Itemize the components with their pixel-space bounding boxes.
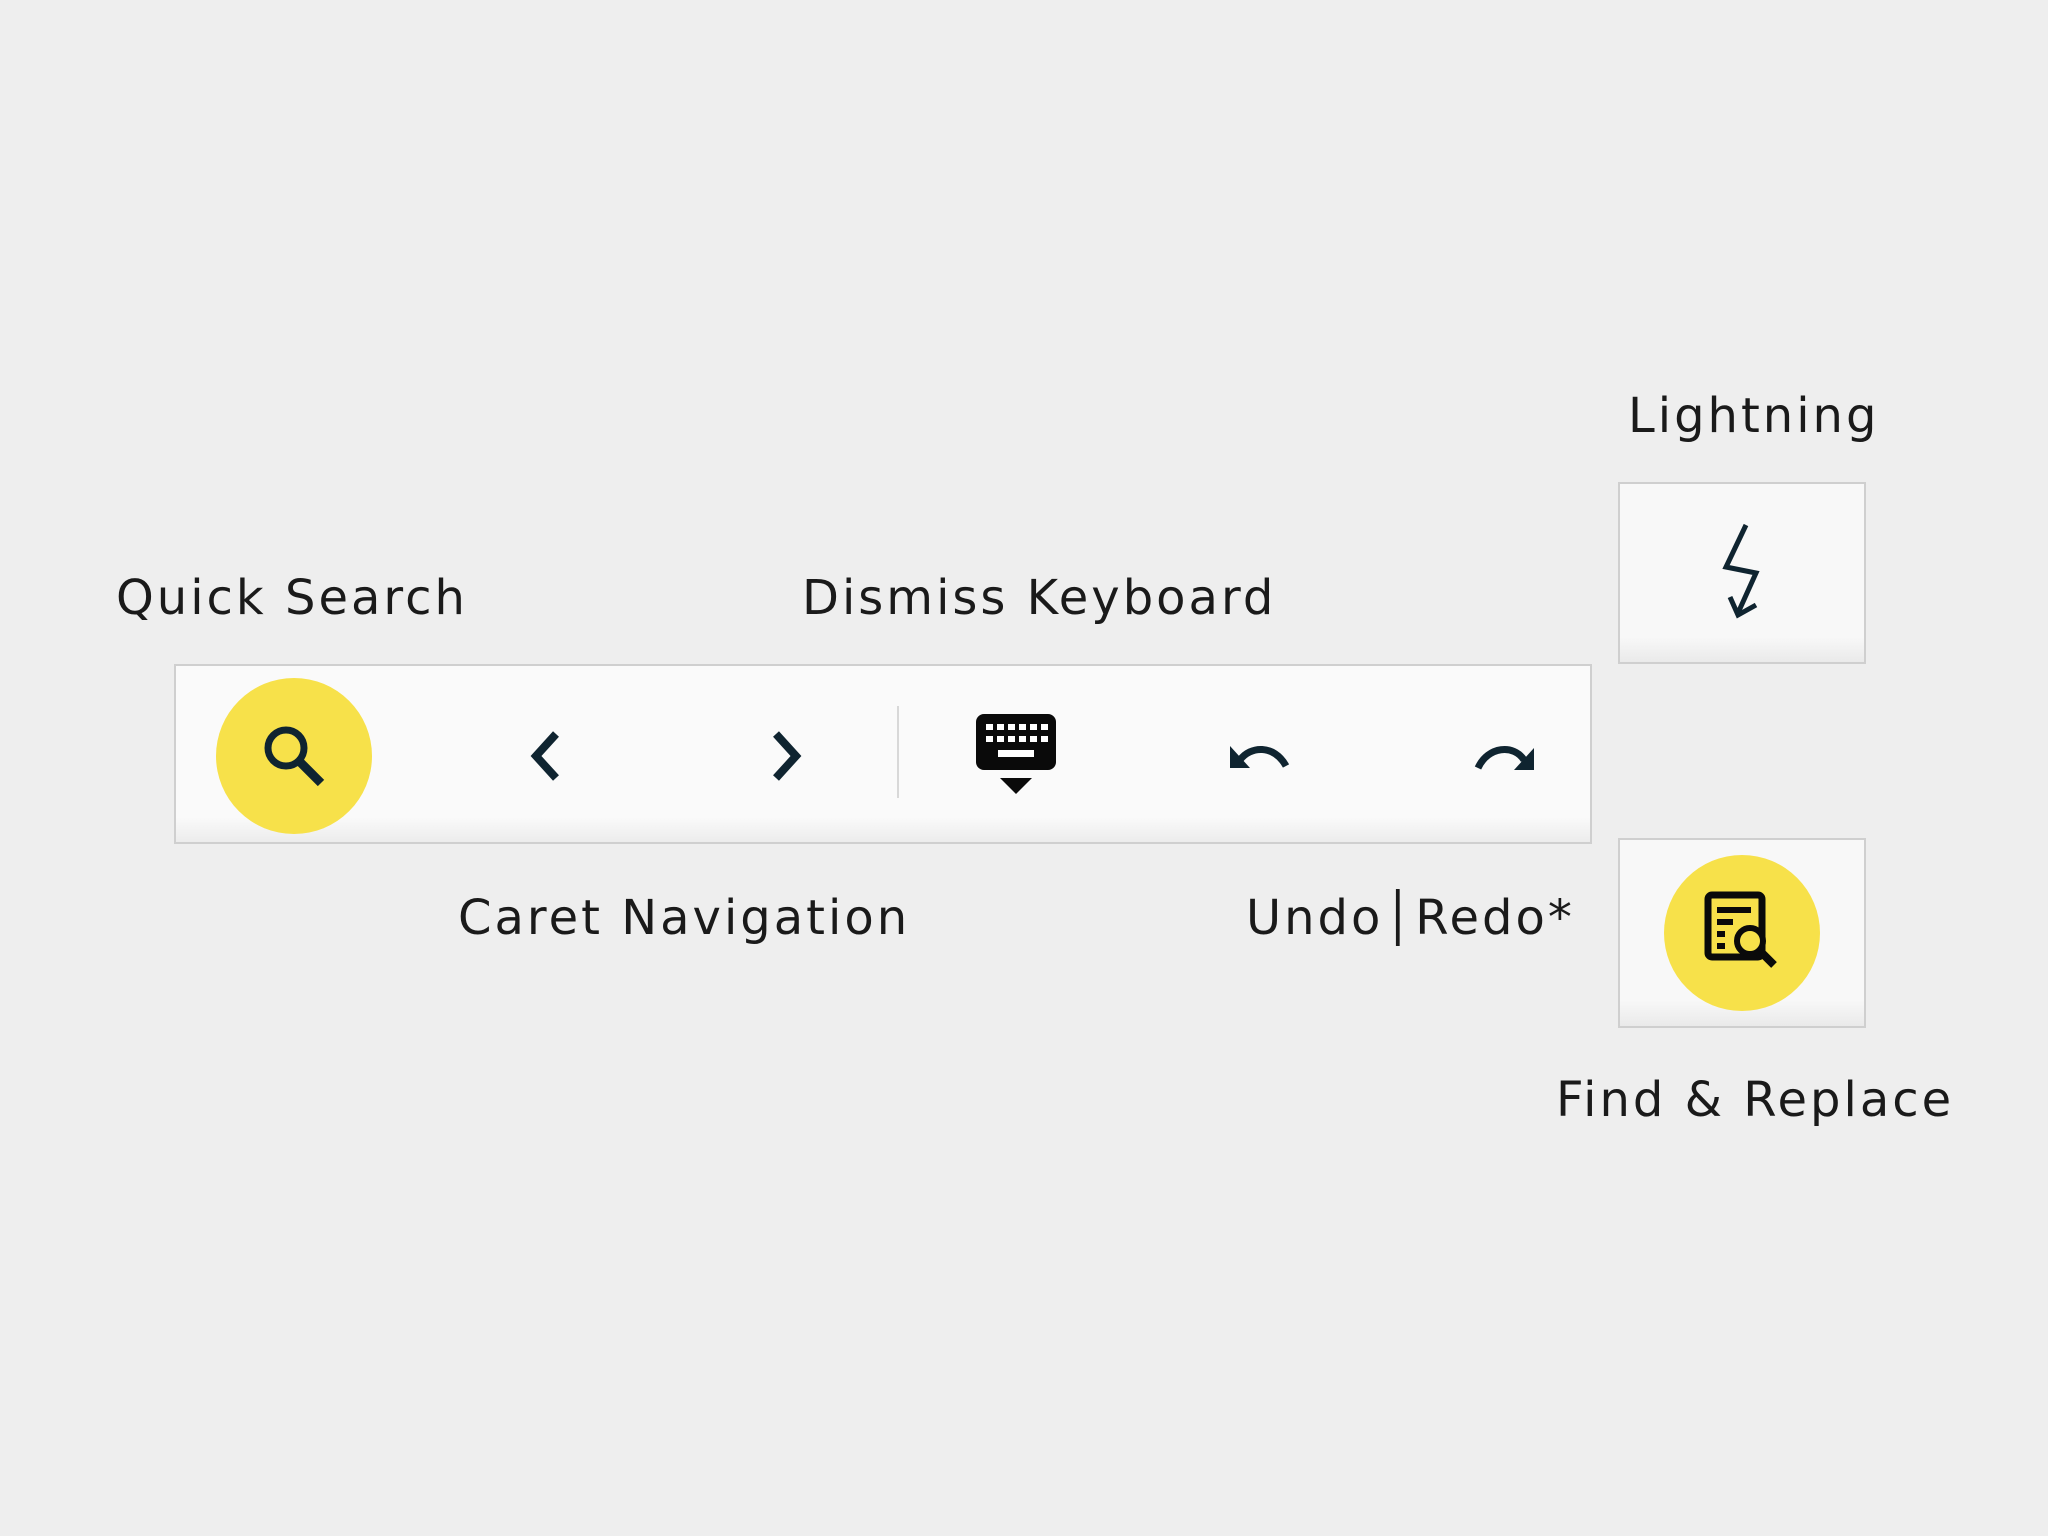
- search-icon: [258, 720, 330, 792]
- dismiss-keyboard-label: Dismiss Keyboard: [802, 570, 1277, 626]
- chevron-right-icon: [766, 728, 806, 784]
- find-replace-circle: [1664, 855, 1820, 1011]
- lightning-label: Lightning: [1628, 388, 1880, 444]
- caret-right-button[interactable]: [736, 706, 836, 806]
- editing-toolbar: [174, 664, 1592, 844]
- redo-button[interactable]: [1454, 706, 1554, 806]
- lightning-button[interactable]: [1618, 482, 1866, 664]
- undo-icon: [1228, 736, 1292, 776]
- caret-left-button[interactable]: [496, 706, 596, 806]
- find-replace-label: Find & Replace: [1556, 1072, 1955, 1128]
- find-replace-icon: [1702, 891, 1782, 975]
- chevron-left-icon: [526, 728, 566, 784]
- quick-search-label: Quick Search: [116, 570, 468, 626]
- redo-icon: [1472, 736, 1536, 776]
- undo-button[interactable]: [1210, 706, 1310, 806]
- lightning-icon: [1712, 519, 1772, 627]
- caret-navigation-label: Caret Navigation: [458, 890, 911, 946]
- toolbar-divider: [897, 706, 899, 798]
- dismiss-keyboard-button[interactable]: [966, 706, 1066, 806]
- quick-search-button[interactable]: [216, 678, 372, 834]
- keyboard-dismiss-icon: [974, 712, 1058, 800]
- undo-redo-label: Undo│Redo*: [1246, 890, 1575, 946]
- find-replace-button[interactable]: [1618, 838, 1866, 1028]
